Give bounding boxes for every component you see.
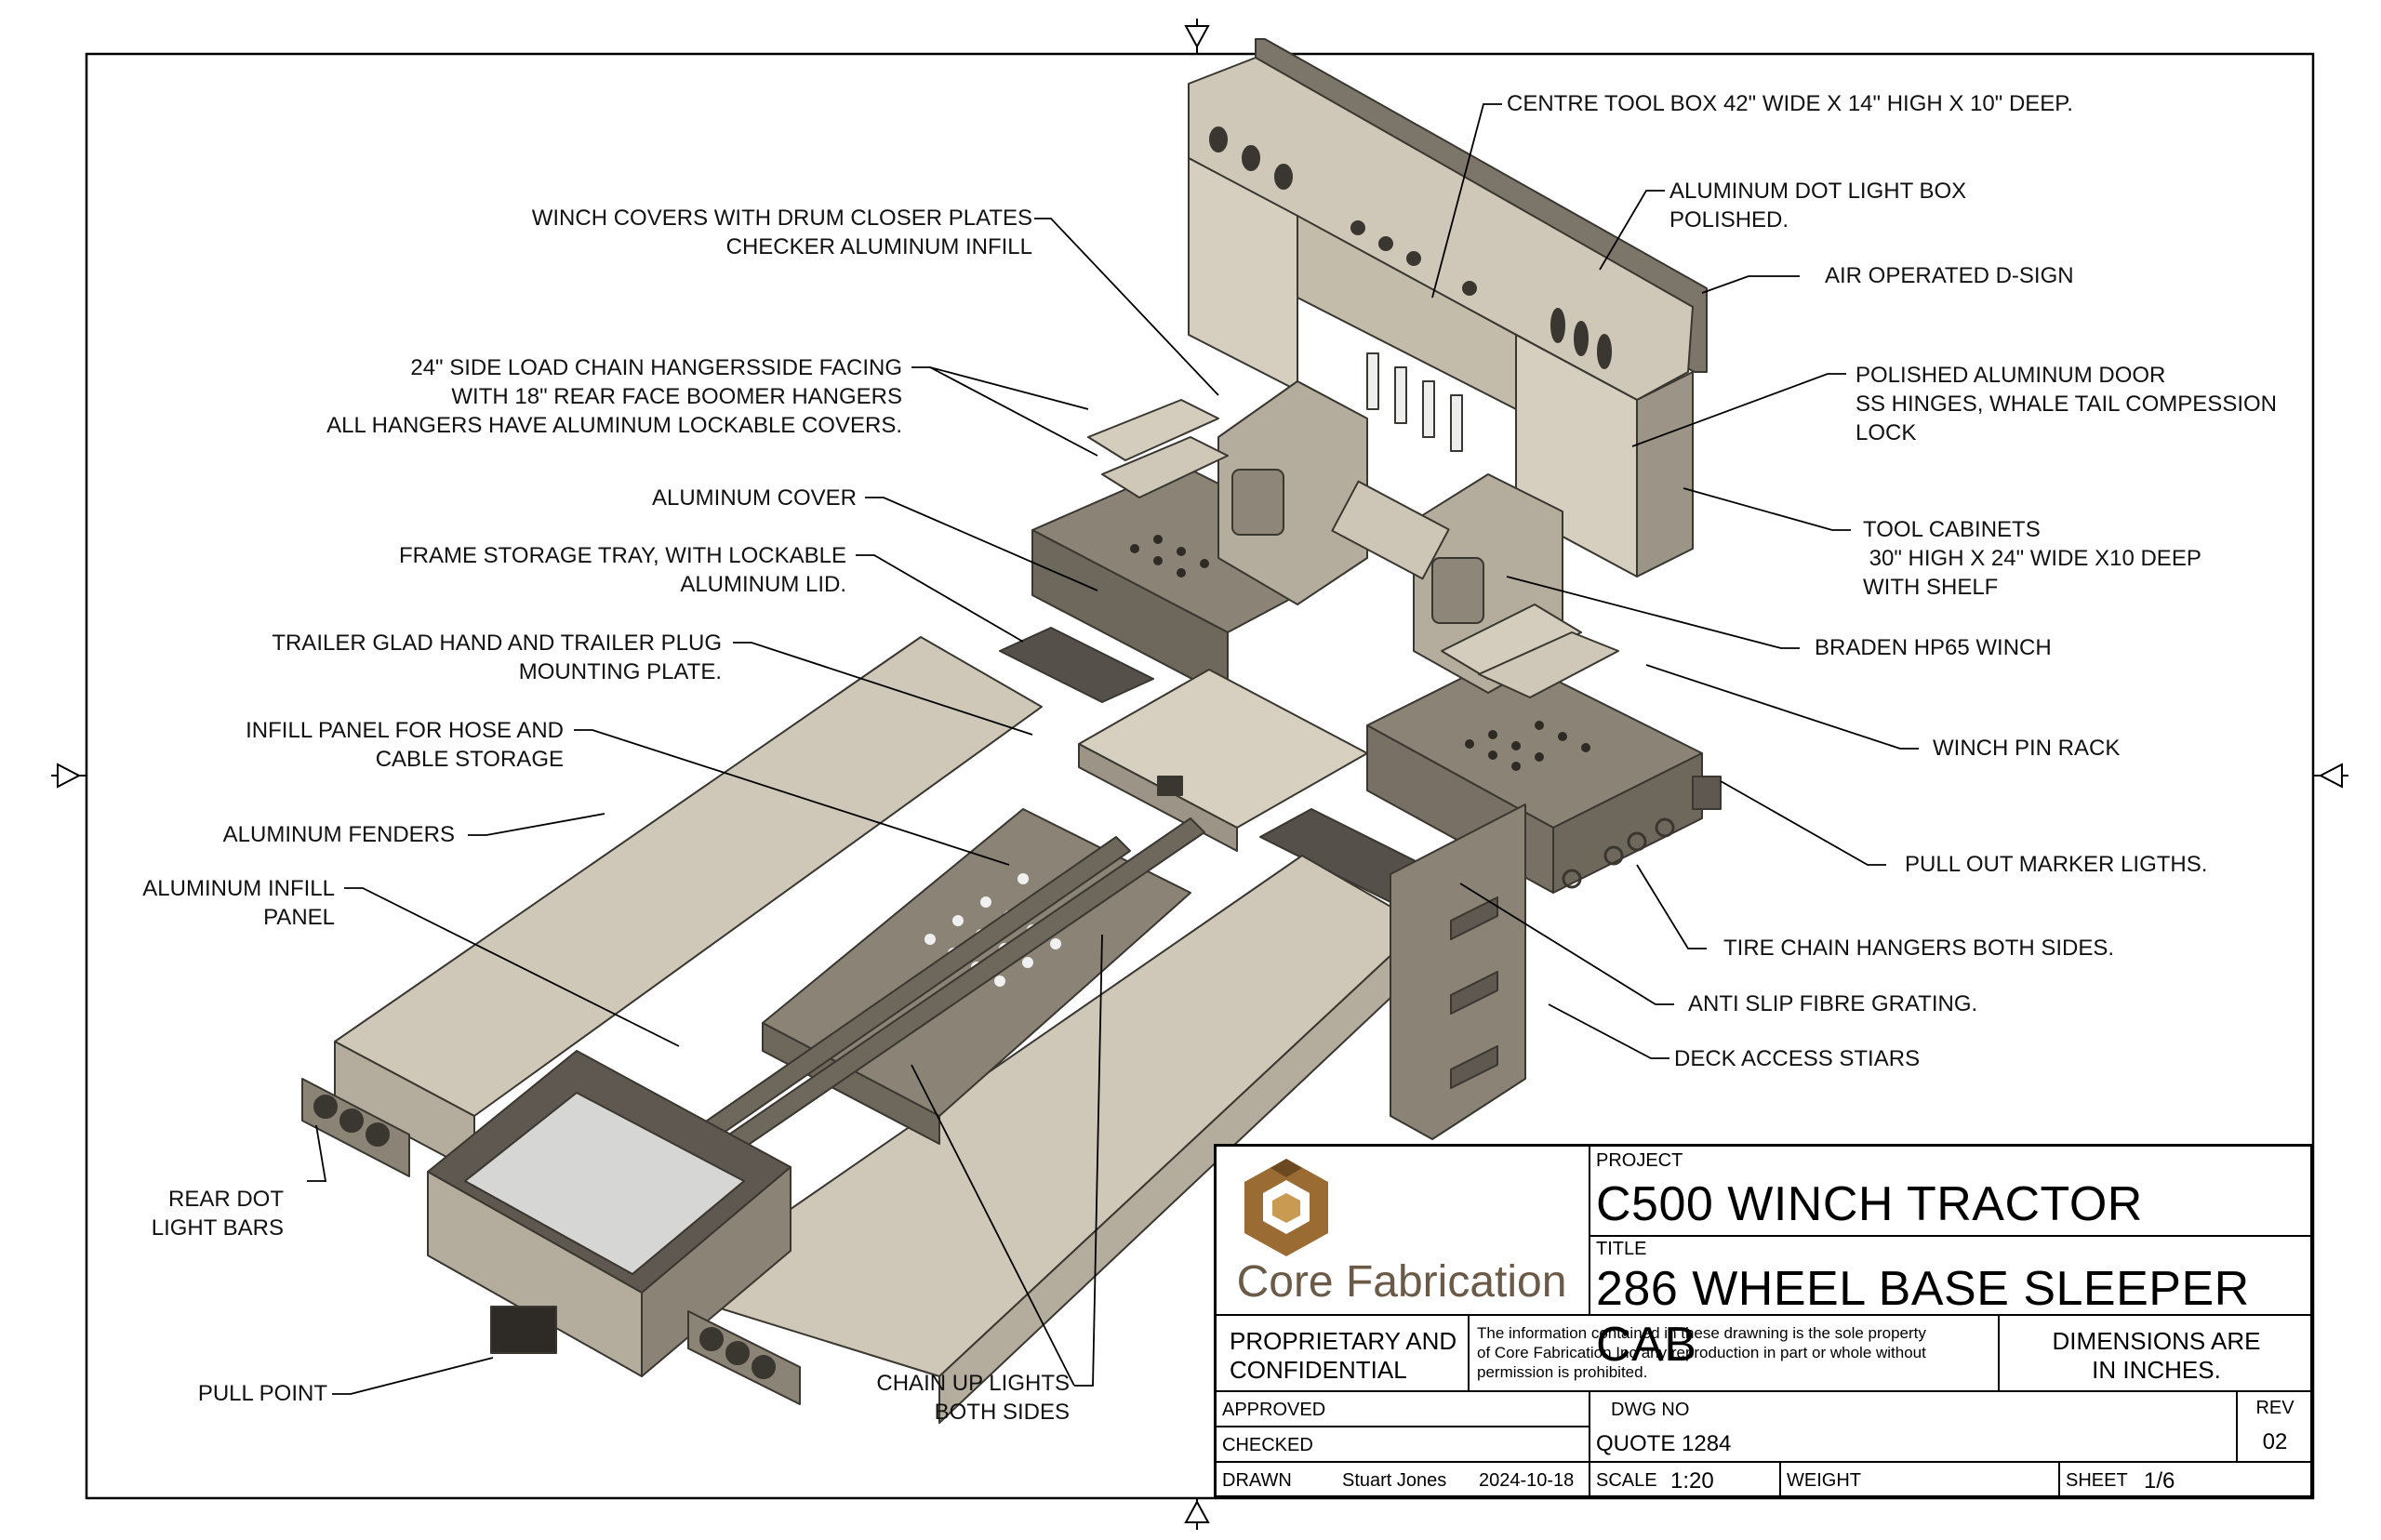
- confidential-notice: The information contained in these drawn…: [1477, 1324, 1926, 1381]
- scale-cell: SCALE 1:20: [1589, 1461, 1779, 1498]
- drawing-title: 286 WHEEL BASE SLEEPER CAB: [1596, 1262, 2250, 1372]
- callout-pull-point: PULL POINT: [197, 1381, 327, 1406]
- sheet-label: SHEET: [2066, 1470, 2128, 1491]
- callout-side-load-chain: 24" SIDE LOAD CHAIN HANGERSSIDE FACING W…: [326, 355, 902, 438]
- callout-braden-winch: BRADEN HP65 WINCH: [1815, 635, 2052, 660]
- checked-label: CHECKED: [1222, 1435, 1313, 1455]
- sheet-value: 1/6: [2144, 1468, 2175, 1494]
- callout-aluminum-cover: ALUMINUM COVER: [651, 485, 857, 511]
- callout-air-d-sign: AIR OPERATED D-SIGN: [1825, 263, 2074, 288]
- callout-frame-storage: FRAME STORAGE TRAY, WITH LOCKABLE ALUMIN…: [399, 543, 846, 597]
- callout-winch-covers: WINCH COVERS WITH DRUM CLOSER PLATES CHE…: [531, 206, 1032, 259]
- callout-deck-access: DECK ACCESS STIARS: [1674, 1046, 1921, 1071]
- callout-anti-slip: ANTI SLIP FIBRE GRATING.: [1688, 991, 1978, 1016]
- checked-row: CHECKED: [1217, 1426, 1589, 1461]
- callout-infill-hose: INFILL PANEL FOR HOSE AND CABLE STORAGE: [246, 718, 564, 772]
- leader-lines: [307, 103, 1919, 1395]
- drawn-label: DRAWN: [1222, 1470, 1292, 1491]
- callout-glad-hand: TRAILER GLAD HAND AND TRAILER PLUG MOUNT…: [272, 631, 722, 684]
- tire-chain-hooks: [1562, 817, 1675, 889]
- rev-value: 02: [2262, 1429, 2288, 1454]
- title-cell: TITLE 286 WHEEL BASE SLEEPER CAB: [1589, 1235, 2313, 1372]
- logo-cell: Core Fabrication: [1217, 1147, 1589, 1314]
- winch-pin-rack-slots: [1366, 352, 1463, 452]
- core-fabrication-logo-icon: [1244, 1159, 1328, 1256]
- toolbox-lights: [1209, 126, 1612, 369]
- dimensions-cell: DIMENSIONS ARE IN INCHES.: [1998, 1316, 2313, 1390]
- scale-label: SCALE: [1596, 1470, 1657, 1491]
- dwg-no-cell: DWG NO QUOTE 1284: [1589, 1390, 2236, 1461]
- drawn-by: Stuart Jones: [1342, 1470, 1447, 1491]
- drawn-row: DRAWN Stuart Jones 2024-10-18: [1217, 1461, 1589, 1498]
- centering-marks: [51, 19, 2348, 1530]
- callout-fenders: ALUMINUM FENDERS: [222, 822, 455, 847]
- callout-rear-dot: REAR DOT LIGHT BARS: [151, 1187, 284, 1241]
- approved-row: APPROVED: [1217, 1390, 1589, 1426]
- project-label: PROJECT: [1596, 1150, 1683, 1171]
- callout-winch-pin-rack: WINCH PIN RACK: [1933, 736, 2121, 761]
- callout-polished-door: POLISHED ALUMINUM DOOR SS HINGES, WHALE …: [1856, 363, 2277, 445]
- weight-cell: WEIGHT: [1779, 1461, 2058, 1498]
- drawn-date: 2024-10-18: [1479, 1470, 1575, 1491]
- callout-infill-panel: ALUMINUM INFILL PANEL: [142, 876, 335, 930]
- callout-tool-cabinets: TOOL CABINETS 30" HIGH X 24" WIDE X10 DE…: [1863, 517, 2201, 600]
- callout-chain-up: CHAIN UP LIGHTS BOTH SIDES: [876, 1371, 1070, 1425]
- stair-steps: [1450, 896, 1498, 1089]
- proprietary-row: PROPRIETARY AND CONFIDENTIAL The informa…: [1217, 1314, 2313, 1390]
- tray-perforations: [1130, 535, 1590, 771]
- project-name: C500 WINCH TRACTOR: [1596, 1177, 2143, 1231]
- weight-label: WEIGHT: [1787, 1470, 1861, 1491]
- project-cell: PROJECT C500 WINCH TRACTOR: [1589, 1147, 2313, 1235]
- callout-tire-chain-hangers: TIRE CHAIN HANGERS BOTH SIDES.: [1723, 936, 2115, 961]
- sheet-cell: SHEET 1/6: [2058, 1461, 2313, 1498]
- rev-cell: REV 02: [2236, 1390, 2313, 1461]
- title-label: TITLE: [1596, 1239, 1647, 1259]
- proprietary-label: PROPRIETARY AND CONFIDENTIAL: [1230, 1327, 1457, 1384]
- winch-tractor-model: [301, 38, 1722, 1424]
- rev-label: REV: [2255, 1398, 2295, 1418]
- callout-dot-light-box: ALUMINUM DOT LIGHT BOX POLISHED.: [1669, 179, 1967, 232]
- logo-text: Core Fabrication: [1236, 1257, 1567, 1307]
- title-block: Core Fabrication PROJECT C500 WINCH TRAC…: [1214, 1144, 2313, 1498]
- dwg-no-label: DWG NO: [1611, 1400, 1690, 1420]
- callout-pull-out-marker: PULL OUT MARKER LIGTHS.: [1905, 852, 2208, 877]
- callout-centre-tool-box: CENTRE TOOL BOX 42" WIDE X 14" HIGH X 10…: [1507, 91, 2073, 116]
- scale-value: 1:20: [1670, 1468, 1714, 1494]
- approved-label: APPROVED: [1222, 1400, 1326, 1420]
- notice-cell: The information contained in these drawn…: [1468, 1316, 1998, 1390]
- dwg-no: QUOTE 1284: [1596, 1431, 1732, 1456]
- dimensions-note: DIMENSIONS ARE IN INCHES.: [2052, 1327, 2261, 1384]
